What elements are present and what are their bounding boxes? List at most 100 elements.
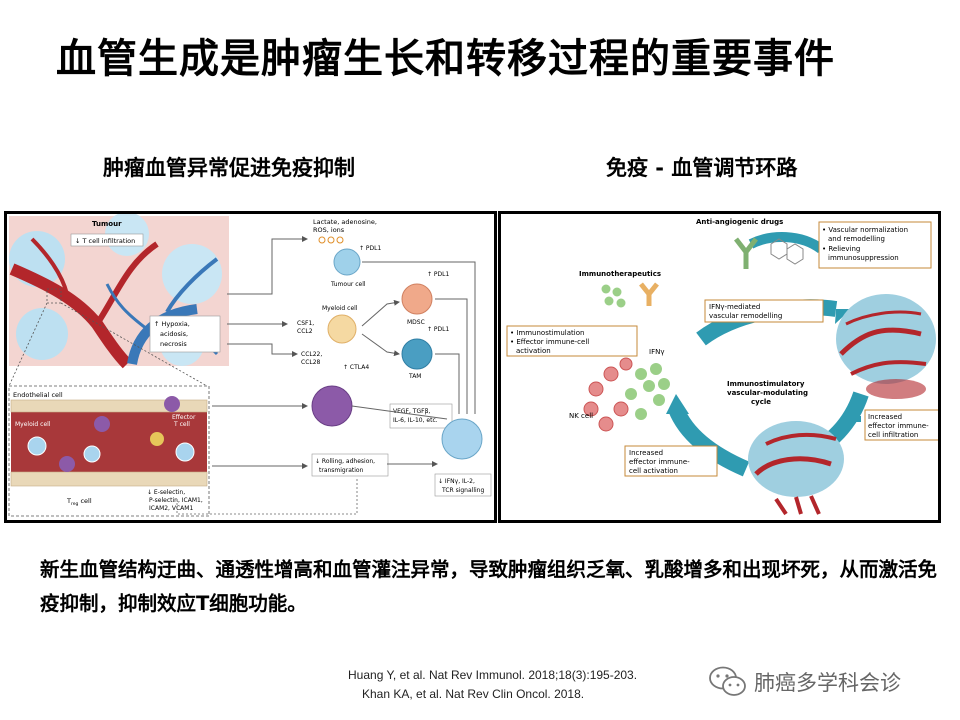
ccl2-label: CCL2 (297, 328, 313, 335)
vessel-top (850, 360, 927, 376)
normalization-label: • Vascular normalization (822, 226, 908, 234)
vessel-top (839, 327, 922, 356)
infiltration-label: cell infiltration (868, 431, 918, 439)
normalization-label: • Relieving (822, 245, 860, 253)
tumour-blob (162, 244, 222, 304)
caption-text: 新生血管结构迂曲、通透性增高和血管灌注异常，导致肿瘤组织乏氧、乳酸增多和出现坏死… (40, 558, 938, 615)
normalization-box (818, 221, 932, 269)
reference-1: Huang Y, et al. Nat Rev Immunol. 2018;18… (348, 668, 638, 682)
metabolite-dot (336, 236, 344, 244)
mdsc-icon (401, 283, 433, 315)
myeloid-cell-label: Myeloid cell (15, 421, 51, 428)
rolling-box (311, 453, 389, 477)
pdl1-tumour-label: ↑ PDL1 (359, 245, 382, 252)
immune-cell (583, 401, 599, 417)
ifng-dot (643, 380, 655, 392)
ifn-mediated-label: vascular remodelling (709, 312, 782, 320)
rolling-label: ↓ Rolling, adhesion, (315, 458, 375, 465)
activation-box (624, 445, 718, 477)
ifng-dot (625, 388, 637, 400)
immunotherapy-antibody-icon (639, 282, 659, 306)
arrow (361, 333, 400, 357)
activation-label: effector immune- (629, 458, 690, 466)
endothelial-cell-label: Endothelial cell (13, 391, 63, 399)
artery-branch (30, 237, 69, 295)
treg-large-icon (311, 385, 353, 427)
immuno-vascular-cycle-diagram: Anti-angiogenic drugs • Vascular normali… (506, 218, 938, 516)
myeloid-cell-adherent (164, 396, 180, 412)
cycle-label: Immunostimulatory (727, 380, 805, 388)
normalization-label: and remodelling (828, 235, 885, 243)
arrow (361, 299, 400, 327)
left-figure-panel: Tumour ↓ T cell infiltration ↑ Hypoxia, … (4, 211, 497, 523)
tumour-tissue-top (836, 294, 936, 384)
inhibition-line (362, 261, 476, 414)
immunostimulation-label: • Effector immune-cell (510, 338, 589, 346)
slide-title: 血管生成是肿瘤生长和转移过程的重要事件 (56, 36, 835, 82)
endothelial-layer-top (10, 399, 208, 413)
myeloid-cell (94, 416, 110, 432)
hypoxia-label: ↑ Hypoxia, (154, 320, 190, 328)
myeloid-cell-label: Myeloid cell (322, 305, 358, 312)
ifng-label: IFNγ (649, 348, 664, 356)
ccl28-label: CCL28 (301, 359, 321, 366)
immunostimulation-box (506, 325, 638, 357)
tumour-label: Tumour (92, 220, 122, 228)
endothelial-layer-bottom (10, 471, 208, 487)
ifng-dot (653, 394, 665, 406)
brand-name: 肺癌多学科会诊 (754, 671, 901, 695)
cytokine-dot (612, 287, 622, 297)
wechat-icon (709, 666, 746, 696)
cytokine-dot (601, 284, 611, 294)
tumour-vessel-immunosuppression-diagram: Tumour ↓ T cell infiltration ↑ Hypoxia, … (8, 214, 492, 517)
csf1-label: CSF1, (297, 320, 314, 327)
effector-t-cell-large-icon (441, 418, 483, 460)
immune-cell (588, 381, 604, 397)
effector-label: T cell (173, 421, 190, 428)
ccl22-label: CCL22, (301, 351, 322, 358)
rolling-label: transmigration (319, 467, 364, 474)
tam-label: TAM (408, 373, 421, 380)
antibody-icon (734, 237, 758, 269)
inhibition-line (435, 353, 460, 414)
right-figure-panel: Anti-angiogenic drugs • Vascular normali… (498, 211, 941, 523)
hypoxia-label: necrosis (160, 340, 187, 348)
hypoxia-label: acidosis, (160, 330, 188, 338)
immunotherapeutics-label: Immunotherapeutics (579, 270, 661, 278)
immune-cell (603, 366, 619, 382)
effector-t-cell (27, 436, 47, 456)
pdl1-tam-label: ↑ PDL1 (427, 326, 450, 333)
metabolite-dot (327, 236, 335, 244)
immune-cell (613, 401, 629, 417)
dashed-arrow (176, 479, 358, 515)
infiltration-label: Increased (868, 413, 902, 421)
effector-t-cell (83, 445, 101, 463)
t-cell-infiltration-box (70, 233, 144, 247)
pdl1-mdsc-label: ↑ PDL1 (427, 271, 450, 278)
vessel-bottom (754, 456, 832, 476)
ifn-label: ↓ IFNγ, IL-2, (438, 478, 475, 485)
cytokine-dot (616, 298, 626, 308)
mdsc-label: MDSC (407, 319, 425, 326)
vessel-root-top (866, 379, 926, 399)
cycle-arrow-bottom (668, 405, 750, 477)
eselectin-label: P-selectin, ICAM1, (149, 497, 203, 504)
immunostimulation-label: • Immunostimulation (510, 329, 584, 337)
immunostimulation-label: activation (516, 347, 551, 355)
tumour-cell-label: Tumour cell (330, 281, 366, 288)
cycle-label: cycle (751, 398, 771, 406)
ifng-dot (650, 363, 662, 375)
metabolite-dot (318, 236, 326, 244)
references: Huang Y, et al. Nat Rev Immunol. 2018;18… (348, 666, 637, 704)
brand-watermark: 肺癌多学科会诊 (708, 662, 901, 702)
cycle-label: vascular-modulating (727, 389, 808, 397)
treg-cell (59, 456, 75, 472)
cycle-arrowhead (666, 394, 689, 414)
anti-angiogenic-label: Anti-angiogenic drugs (696, 218, 783, 226)
infiltration-label: effector immune- (868, 422, 929, 430)
normalization-label: immunosuppression (828, 254, 899, 262)
treg-label: Treg cell (66, 497, 92, 507)
arrow (227, 343, 298, 357)
ctla4-label: ↑ CTLA4 (343, 364, 369, 371)
vessel-roots-bottom (774, 495, 821, 516)
